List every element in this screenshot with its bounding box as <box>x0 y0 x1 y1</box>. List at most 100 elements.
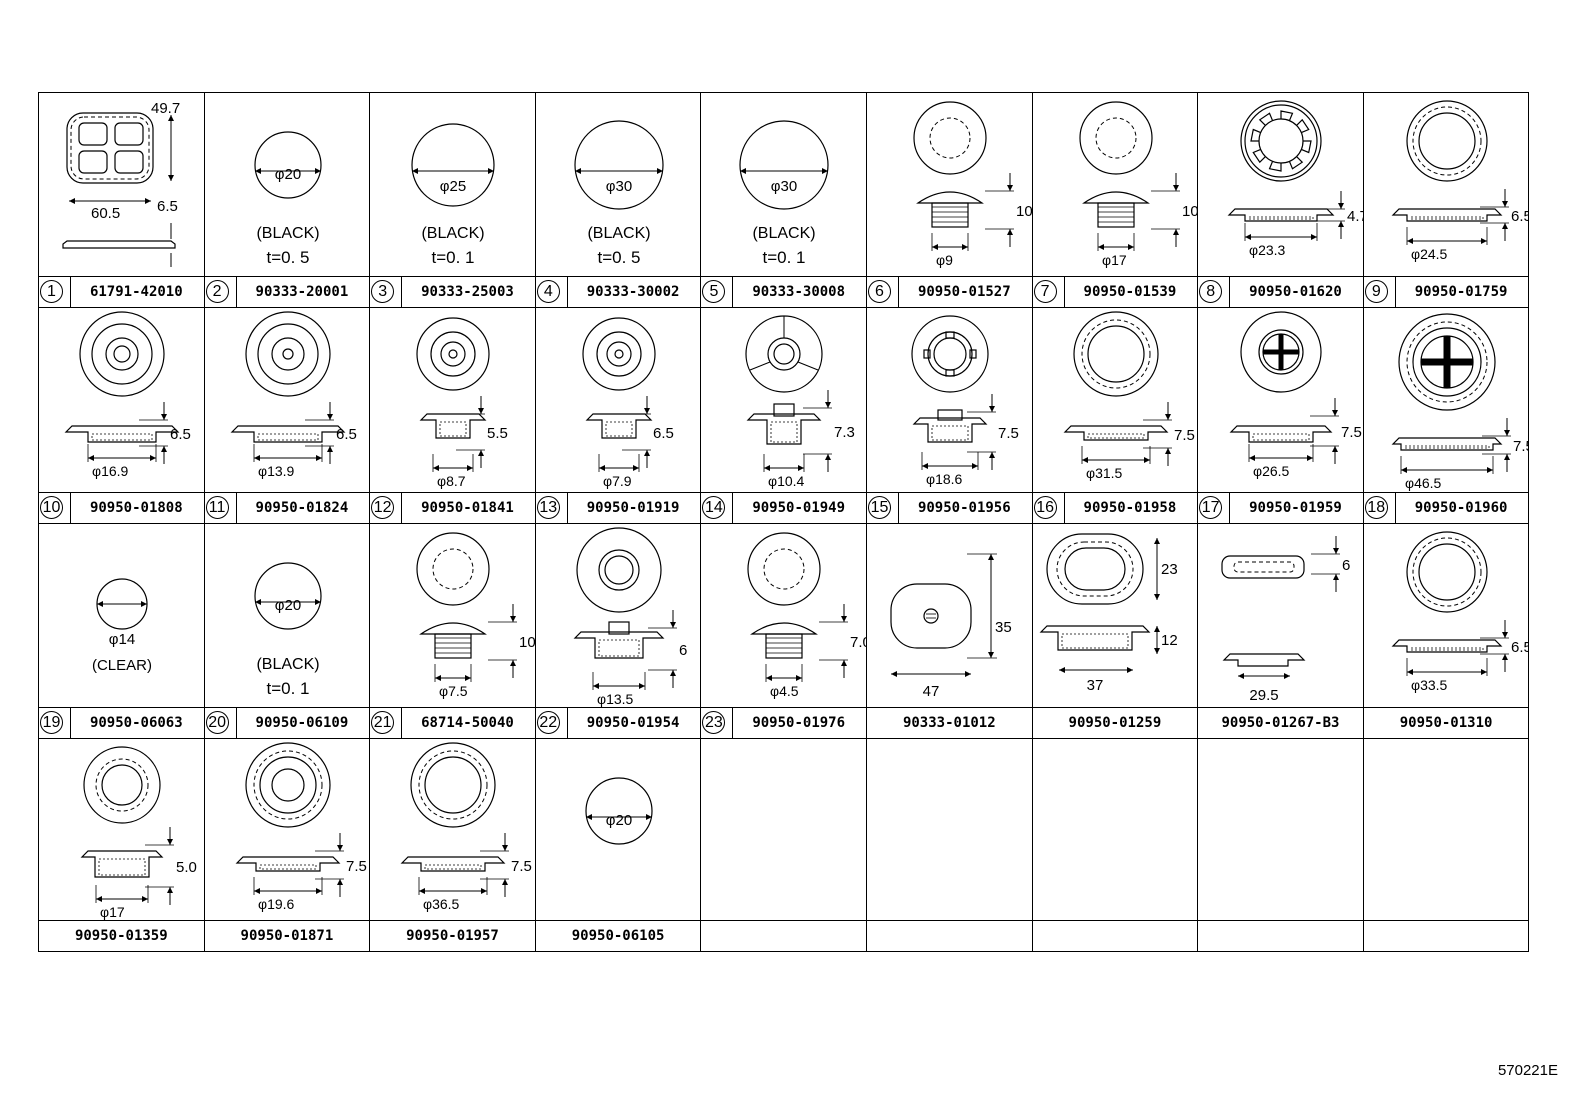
label-divider <box>732 708 734 738</box>
dimension-label: φ13.5 <box>597 691 634 707</box>
callout-number: 15 <box>868 496 891 519</box>
label-divider <box>401 493 403 523</box>
part-number: 61791-42010 <box>89 284 183 300</box>
part-number: 90333-25003 <box>421 284 514 300</box>
part-label-row <box>701 920 866 951</box>
part-number: 90950-01808 <box>89 500 183 516</box>
part-label-row: 90950-01267-B3 <box>1198 707 1363 738</box>
dimension-label: 7.5 <box>1174 427 1195 444</box>
part-drawing: 7.0φ4.5 <box>747 532 867 699</box>
callout-number: 14 <box>702 496 726 519</box>
dimension-label: 10.7 <box>1182 203 1199 220</box>
label-divider <box>566 708 568 738</box>
dimension-label: 4.7 <box>1347 208 1364 225</box>
part-number: 90950-06105 <box>571 928 665 944</box>
part-cell: φ20 90950-06105 <box>534 738 702 952</box>
dimension-label: φ24.5 <box>1411 246 1448 262</box>
part-number: 90950-01527 <box>917 284 1011 300</box>
dimension-label: 23 <box>1161 561 1178 578</box>
part-drawing: 6 φ13.5 <box>573 527 687 707</box>
part-number: 90950-01956 <box>917 500 1011 516</box>
note-label: (BLACK) <box>256 656 319 673</box>
note-label: (CLEAR) <box>92 657 152 674</box>
part-drawing: 7.5 φ31.5 <box>1063 311 1195 481</box>
note-label: t=0. 5 <box>266 248 309 267</box>
part-drawing: φ20(BLACK)t=0. 5 <box>253 131 322 267</box>
dimension-label: φ8.7 <box>437 473 466 489</box>
part-label-row <box>1363 920 1529 951</box>
label-divider <box>1063 277 1065 307</box>
callout-number: 8 <box>1199 280 1223 303</box>
part-drawing <box>867 739 1033 921</box>
part-drawing <box>1364 739 1530 921</box>
part-number: 90333-30002 <box>586 284 680 300</box>
label-divider <box>898 493 899 523</box>
part-number: 90333-01012 <box>902 715 996 731</box>
label-divider <box>566 493 568 523</box>
dimension-label: φ46.5 <box>1405 475 1442 491</box>
part-drawing: φ20 <box>585 777 653 845</box>
label-divider <box>235 277 237 307</box>
part-label-row: 15 90950-01956 <box>867 492 1032 523</box>
part-drawing: 10.7 φ17 <box>1078 101 1199 268</box>
dimension-label: φ4.5 <box>770 683 799 699</box>
label-divider <box>1394 493 1396 523</box>
callout-number: 3 <box>371 280 395 303</box>
part-number: 90950-01976 <box>752 715 846 731</box>
callout-number: 20 <box>205 711 229 734</box>
callout-number: 17 <box>1199 496 1223 519</box>
dimension-label: 7.5 <box>511 858 532 875</box>
label-divider <box>235 708 237 738</box>
label-divider <box>1063 493 1065 523</box>
part-drawing <box>1198 739 1364 921</box>
dimension-label: φ20 <box>274 597 300 614</box>
note-label: t=0. 1 <box>432 248 475 267</box>
label-divider <box>401 708 403 738</box>
empty-cell <box>1031 738 1199 952</box>
dimension-label: 6 <box>679 642 687 659</box>
dimension-label: φ17 <box>1102 252 1127 268</box>
empty-cell <box>1362 738 1530 952</box>
dimension-label: φ31.5 <box>1086 465 1123 481</box>
part-label-row: 90333-01012 <box>867 707 1032 738</box>
part-drawing: φ25(BLACK)t=0. 1 <box>411 123 495 267</box>
label-divider <box>1229 277 1231 307</box>
label-divider <box>70 277 71 307</box>
part-number: 90950-01919 <box>586 500 680 516</box>
dimension-label: φ16.9 <box>92 463 129 479</box>
part-drawing: 4.7φ23.3 <box>1227 100 1364 258</box>
part-number: 90950-01841 <box>421 500 514 516</box>
dimension-label: 7.5 <box>998 425 1019 442</box>
part-number: 90950-01824 <box>255 500 349 516</box>
part-label-row <box>1032 920 1198 951</box>
part-label-row: 90950-01259 <box>1032 707 1198 738</box>
part-label-row: 90950-01957 <box>370 920 535 951</box>
part-drawing: 7.5φ46.5 <box>1391 313 1529 491</box>
part-number: 90333-20001 <box>255 284 349 300</box>
part-drawing: φ14(CLEAR) <box>92 578 152 674</box>
part-number: 90950-06109 <box>255 715 349 731</box>
